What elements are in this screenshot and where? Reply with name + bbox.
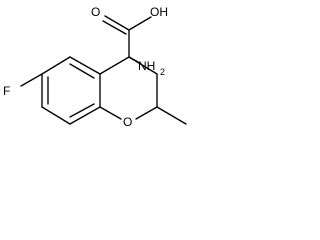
amino-subscript: 2 bbox=[160, 67, 165, 77]
bond-aromatic-c4a-c5-inner bbox=[69, 63, 95, 79]
bond-aromatic-c8-c8a bbox=[69, 106, 101, 125]
hydroxyl-label: OH bbox=[150, 5, 168, 19]
carbonyl-oxygen-label: O bbox=[91, 5, 100, 19]
bond-c4a-c4 bbox=[99, 56, 130, 75]
bond-aromatic-c5-c6 bbox=[41, 56, 71, 75]
bond-c4-amino bbox=[128, 56, 139, 63]
bond-o1-c8a bbox=[99, 106, 122, 120]
amino-label: NH bbox=[138, 59, 155, 73]
bond-aromatic-c7-c8 bbox=[41, 106, 71, 125]
bond-c6-fluorine bbox=[20, 73, 43, 87]
bond-aromatic-c4a-c5 bbox=[69, 56, 101, 75]
bond-carbonyl-outer bbox=[104, 15, 130, 31]
bond-aromatic-c8-c8a-inner bbox=[69, 103, 95, 118]
structure-canvas: O OH NH 2 F O bbox=[0, 0, 219, 158]
bond-c2-methyl bbox=[156, 106, 187, 125]
bond-carboxyl-oh bbox=[128, 16, 152, 31]
ring-oxygen-label: O bbox=[123, 115, 132, 129]
molecule-diagram: O OH NH 2 F O bbox=[3, 5, 187, 129]
bond-c2-o1 bbox=[135, 106, 158, 120]
bond-carbonyl-inner bbox=[102, 20, 127, 35]
fluorine-label: F bbox=[3, 84, 10, 98]
